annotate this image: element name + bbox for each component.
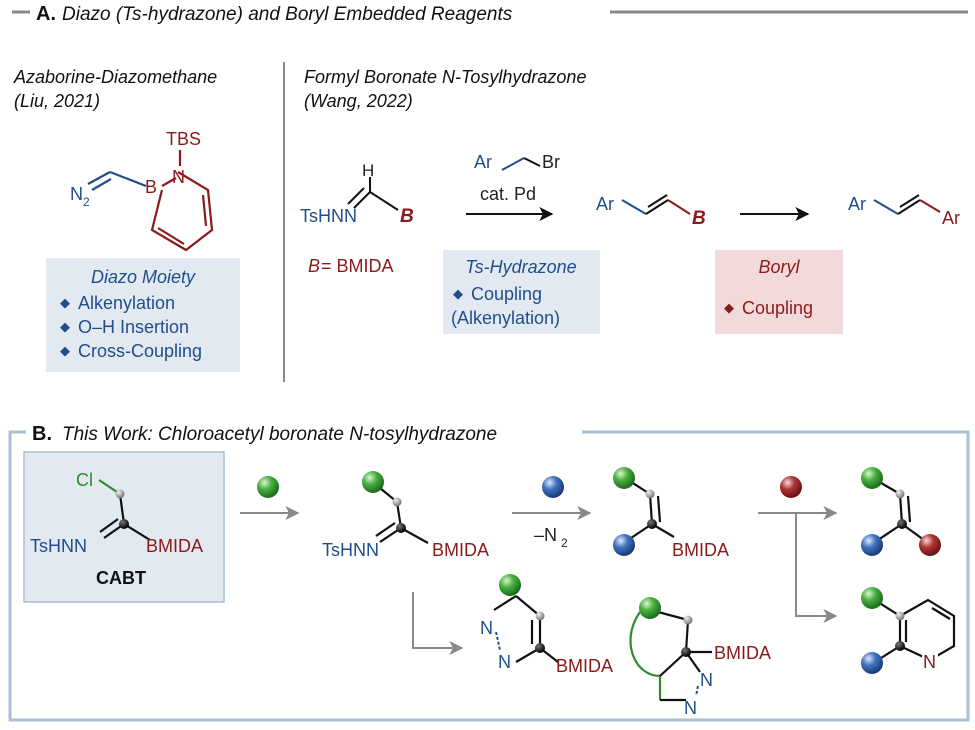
- pyrazole-n2-label: N: [498, 652, 511, 672]
- diazo-n-subscript: 2: [83, 195, 90, 209]
- pyrazole-n1-label: N: [480, 618, 493, 638]
- pyrazole-structure: N N BMIDA: [480, 574, 613, 676]
- green-sphere: [499, 574, 521, 596]
- int1-tshnn-label: TsHNN: [322, 540, 379, 560]
- boryl-box-item: Coupling: [742, 298, 813, 318]
- section-b-letter: B.: [32, 423, 52, 445]
- bicyclic-pyrazoline-structure: BMIDA N N: [629, 597, 771, 718]
- left-reagent-name: Azaborine-Diazomethane: [13, 67, 217, 87]
- b-definition: = BMIDA: [321, 256, 394, 276]
- cabt-cl-label: Cl: [76, 470, 93, 490]
- right-reagent-name: Formyl Boronate N-Tosylhydrazone: [304, 67, 586, 87]
- n2-loss-label: –N: [534, 525, 557, 545]
- diazo-box-item: Alkenylation: [78, 293, 175, 313]
- pyrazole-bmida-label: BMIDA: [556, 656, 613, 676]
- bicyclic-n1-label: N: [700, 670, 713, 690]
- azaborine-structure: TBS N B N 2: [70, 129, 214, 252]
- ts-box-item: Coupling: [471, 284, 542, 304]
- cycloaddition-branch-arrow: [412, 592, 464, 655]
- diazo-box-item: O–H Insertion: [78, 317, 189, 337]
- azaborine-b-label: B: [145, 177, 157, 197]
- bullet-icon: ◆: [60, 319, 70, 334]
- product1-b-label: B: [692, 208, 706, 229]
- diazo-n-label: N: [70, 184, 83, 204]
- formyl-boronate-structure: H TsHNN B B = BMIDA: [300, 161, 414, 276]
- cabt-bmida-label: BMIDA: [146, 536, 203, 556]
- diazo-box-title: Diazo Moiety: [91, 267, 196, 287]
- product1-ar-label: Ar: [596, 194, 614, 214]
- reagent-ar-label: Ar: [474, 152, 492, 172]
- pyridine-n-label: N: [923, 652, 936, 672]
- boryl-box-title: Boryl: [758, 257, 800, 277]
- pd-coupling-arrow: Ar Br cat. Pd: [466, 152, 560, 221]
- blue-sphere: [613, 534, 635, 556]
- ts-hydrazone-box: Ts-Hydrazone ◆ Coupling (Alkenylation): [443, 250, 600, 334]
- n2-loss-subscript: 2: [561, 536, 568, 550]
- section-b: B. This Work: Chloroacetyl boronate N-to…: [8, 418, 970, 722]
- green-sphere: [639, 597, 661, 619]
- cabt-structure: Cl TsHNN BMIDA CABT: [30, 470, 203, 588]
- tbs-label: TBS: [166, 129, 201, 149]
- section-a: A. Diazo (Ts-hydrazone) and Boryl Embedd…: [12, 3, 968, 382]
- diazo-moiety-box: Diazo Moiety ◆ Alkenylation ◆ O–H Insert…: [46, 258, 240, 372]
- red-sphere: [919, 534, 941, 556]
- intermediate-1-structure: TsHNN BMIDA: [322, 471, 489, 560]
- product2-ar1-label: Ar: [848, 194, 866, 214]
- blue-sphere: [861, 652, 883, 674]
- stilbene-product: Ar Ar: [848, 194, 960, 228]
- section-a-title: Diazo (Ts-hydrazone) and Boryl Embedded …: [62, 4, 513, 25]
- azaborine-n-label: N: [172, 167, 185, 187]
- vinyl-boronate-product: Ar B: [596, 194, 706, 229]
- ts-box-item: (Alkenylation): [451, 308, 560, 328]
- tshnn-label: TsHNN: [300, 206, 357, 226]
- red-sphere: [780, 476, 802, 498]
- bullet-icon: ◆: [724, 300, 734, 315]
- catalyst-label: cat. Pd: [480, 184, 536, 204]
- section-a-letter: A.: [36, 3, 56, 25]
- section-b-title: This Work: Chloroacetyl boronate N-tosyl…: [62, 424, 497, 445]
- cabt-label: CABT: [96, 568, 146, 588]
- trisubstituted-alkene-structure: [861, 467, 941, 556]
- diazo-box-item: Cross-Coupling: [78, 341, 202, 361]
- boryl-box: Boryl ◆ Coupling: [715, 250, 843, 334]
- bullet-icon: ◆: [60, 295, 70, 310]
- bullet-icon: ◆: [453, 286, 463, 301]
- ts-box-title: Ts-Hydrazone: [465, 257, 576, 277]
- alkene-bmida-label: BMIDA: [672, 540, 729, 560]
- blue-sphere: [542, 476, 564, 498]
- b-definition-symbol: B: [308, 256, 320, 276]
- right-reagent-citation: (Wang, 2022): [304, 91, 413, 111]
- bicyclic-bmida-label: BMIDA: [714, 643, 771, 663]
- green-sphere: [613, 467, 635, 489]
- green-sphere: [257, 476, 279, 498]
- cabt-tshnn-label: TsHNN: [30, 536, 87, 556]
- int1-bmida-label: BMIDA: [432, 540, 489, 560]
- left-reagent-citation: (Liu, 2021): [14, 91, 100, 111]
- bullet-icon: ◆: [60, 343, 70, 358]
- bicyclic-n2-label: N: [684, 698, 697, 718]
- reagent-br-label: Br: [542, 152, 560, 172]
- alkenyl-bmida-structure: BMIDA: [613, 467, 729, 560]
- pyridine-branch-arrow: [795, 513, 838, 623]
- blue-sphere: [861, 534, 883, 556]
- pyridine-structure: N: [861, 587, 956, 674]
- boron-b-label: B: [400, 206, 414, 227]
- green-sphere: [362, 471, 384, 493]
- green-sphere: [861, 467, 883, 489]
- h-label: H: [362, 161, 374, 180]
- green-sphere: [861, 587, 883, 609]
- product2-ar2-label: Ar: [942, 208, 960, 228]
